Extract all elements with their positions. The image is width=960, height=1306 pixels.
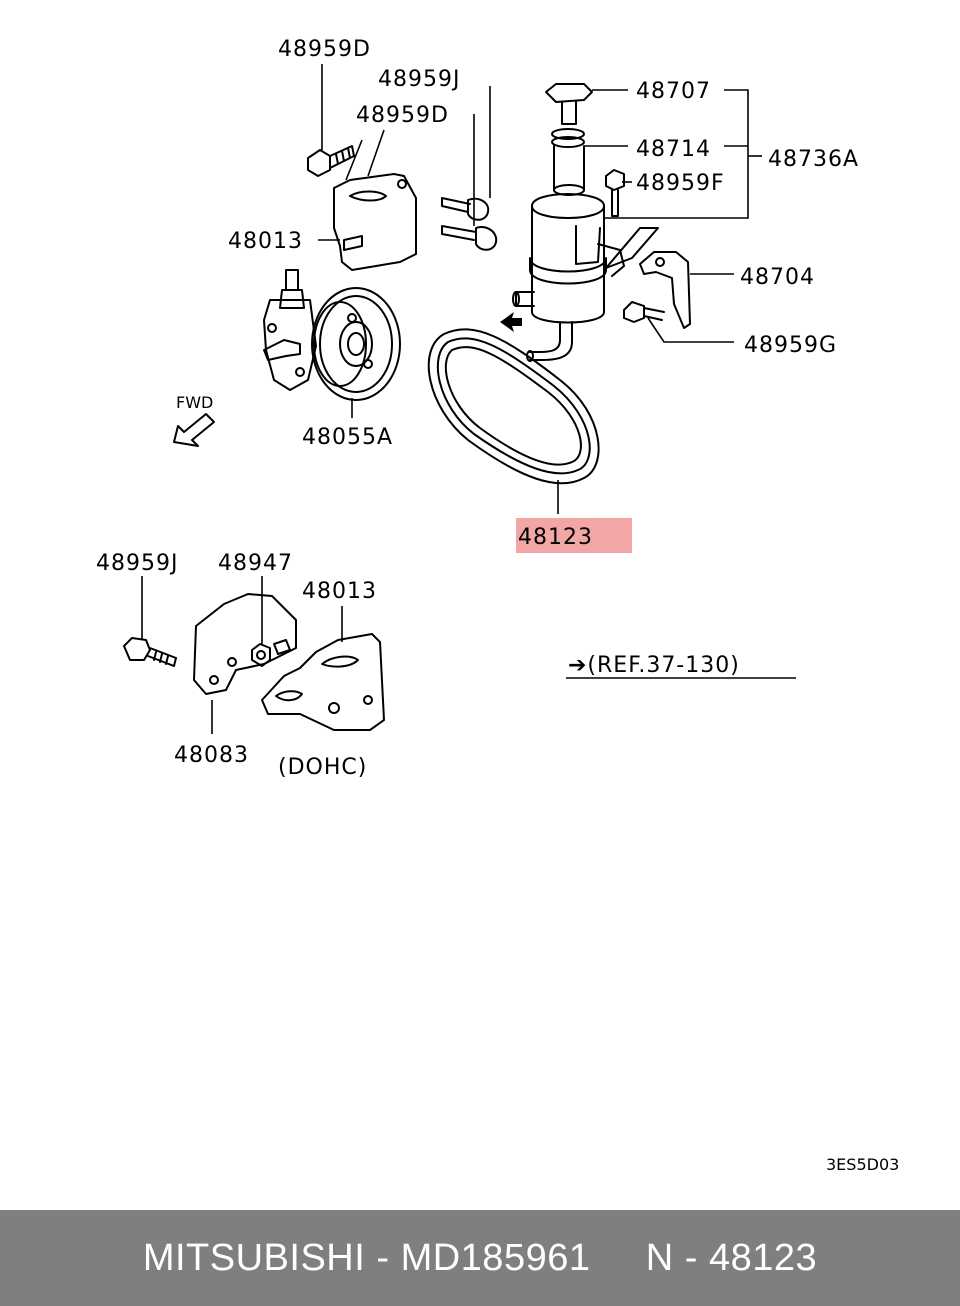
- label-48013-b[interactable]: 48013: [302, 579, 377, 604]
- footer-bar: MITSUBISHI - MD185961 N - 48123: [0, 1210, 960, 1306]
- lower-bracket-assembly: [123, 593, 385, 731]
- label-48055A[interactable]: 48055A: [302, 425, 393, 450]
- label-48707[interactable]: 48707: [636, 79, 711, 104]
- ref-link[interactable]: ➔(REF.37-130): [568, 653, 740, 678]
- bracket-48704: [605, 227, 691, 329]
- label-48959D-b[interactable]: 48959D: [356, 103, 449, 128]
- nut-48947: [251, 639, 291, 667]
- label-48013-a[interactable]: 48013: [228, 229, 303, 254]
- power-steering-pump-48055A: [263, 269, 401, 401]
- label-48959J-a[interactable]: 48959J: [378, 67, 460, 92]
- direction-arrow-icon: [500, 312, 522, 332]
- bolt-48959J-lower: [123, 637, 177, 667]
- bracket-48083: [193, 593, 297, 695]
- bolt-48959G: [623, 301, 665, 323]
- fwd-arrow-icon: [173, 413, 215, 447]
- upper-bracket-assembly: [307, 145, 498, 271]
- bracket-48013-upper: [333, 173, 417, 271]
- footer-part-info: MITSUBISHI - MD185961 N - 48123: [142, 1236, 818, 1279]
- part-highlight-box: [516, 518, 632, 553]
- bolt-48959J-upper: [441, 197, 490, 221]
- label-48704[interactable]: 48704: [740, 265, 815, 290]
- bracket-48013-lower: [261, 633, 385, 731]
- label-48714[interactable]: 48714: [636, 137, 711, 162]
- drive-belt-48123: [427, 328, 600, 485]
- bolt-48959D-upper: [307, 145, 355, 177]
- reservoir-assembly-48736A: [512, 83, 625, 362]
- parts-diagram: 48959D 48959J 48959D 48707 48714 48736A …: [96, 37, 899, 1174]
- bolt-48959D-lower: [441, 225, 498, 251]
- fwd-label: FWD: [176, 393, 213, 412]
- label-48959F[interactable]: 48959F: [636, 171, 725, 196]
- seal-48714: [551, 128, 585, 140]
- reservoir-cap-48707: [545, 83, 593, 103]
- label-48959J-b[interactable]: 48959J: [96, 551, 178, 576]
- diagram-code: 3ES5D03: [826, 1155, 899, 1174]
- label-48959G[interactable]: 48959G: [744, 333, 837, 358]
- label-48083[interactable]: 48083: [174, 743, 249, 768]
- label-48736A[interactable]: 48736A: [768, 147, 859, 172]
- bolt-48959F: [605, 169, 625, 217]
- label-48123-highlighted[interactable]: 48123: [518, 525, 593, 550]
- label-48947[interactable]: 48947: [218, 551, 293, 576]
- label-48959D-a[interactable]: 48959D: [278, 37, 371, 62]
- dohc-note: (DOHC): [278, 755, 367, 780]
